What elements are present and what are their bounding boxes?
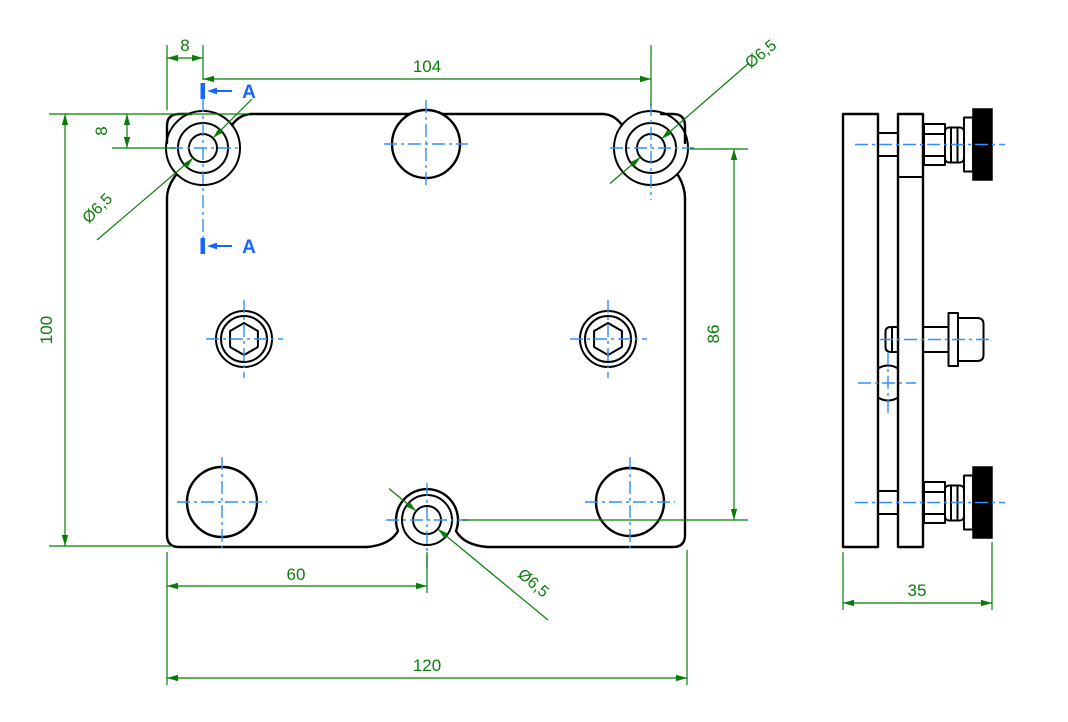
screw-head xyxy=(957,317,985,362)
dimension-bottom-hole-offset: 60 xyxy=(166,552,428,685)
section-label-bottom: A xyxy=(242,237,256,258)
dimension-corner-offset-x: 8 xyxy=(166,36,204,110)
section-marker-bottom: A xyxy=(200,237,256,258)
gap-shank-bottom xyxy=(877,490,899,515)
hole-bottom-right xyxy=(594,466,666,538)
dim-text: 60 xyxy=(287,565,306,584)
dimension-corner-hole-pitch: 104 xyxy=(203,45,652,106)
section-arrow-icon xyxy=(207,242,217,250)
section-arrow-icon xyxy=(207,87,217,95)
side-view: 35 xyxy=(841,108,1005,610)
section-label-top: A xyxy=(242,82,256,103)
top-right-corner-stub xyxy=(659,112,687,145)
leader-dia-bottom: Ø6,5 xyxy=(388,488,552,621)
dimension-vertical-hole-span: 86 xyxy=(462,148,748,521)
dim-text: 8 xyxy=(180,36,189,55)
section-marker-top: A xyxy=(200,82,256,103)
plate-outline xyxy=(165,112,687,549)
dim-text: 86 xyxy=(704,325,723,344)
dimension-plate-height: 100 xyxy=(37,113,250,547)
leader-dia-top-right: Ø6,5 xyxy=(609,37,780,184)
side-centerlines xyxy=(855,143,1005,504)
dim-text: 104 xyxy=(413,57,441,76)
front-view: A A 8 104 xyxy=(37,36,780,685)
dim-text: 100 xyxy=(37,316,56,344)
dim-text: 35 xyxy=(908,581,927,600)
dimension-assembly-thickness: 35 xyxy=(842,542,993,610)
hole-bottom-left xyxy=(185,465,259,539)
side-plate-left xyxy=(841,112,880,549)
dim-text: 120 xyxy=(413,656,441,675)
dimension-corner-offset-y: 8 xyxy=(92,114,176,149)
dim-text: 8 xyxy=(92,126,111,135)
dimension-plate-width: 120 xyxy=(167,550,688,685)
hole-dia-label: Ø6,5 xyxy=(742,37,780,72)
hole-dia-label: Ø6,5 xyxy=(80,190,117,227)
front-centerlines xyxy=(170,99,694,570)
gap-shank-top xyxy=(877,132,899,157)
side-plate-right xyxy=(896,112,925,549)
